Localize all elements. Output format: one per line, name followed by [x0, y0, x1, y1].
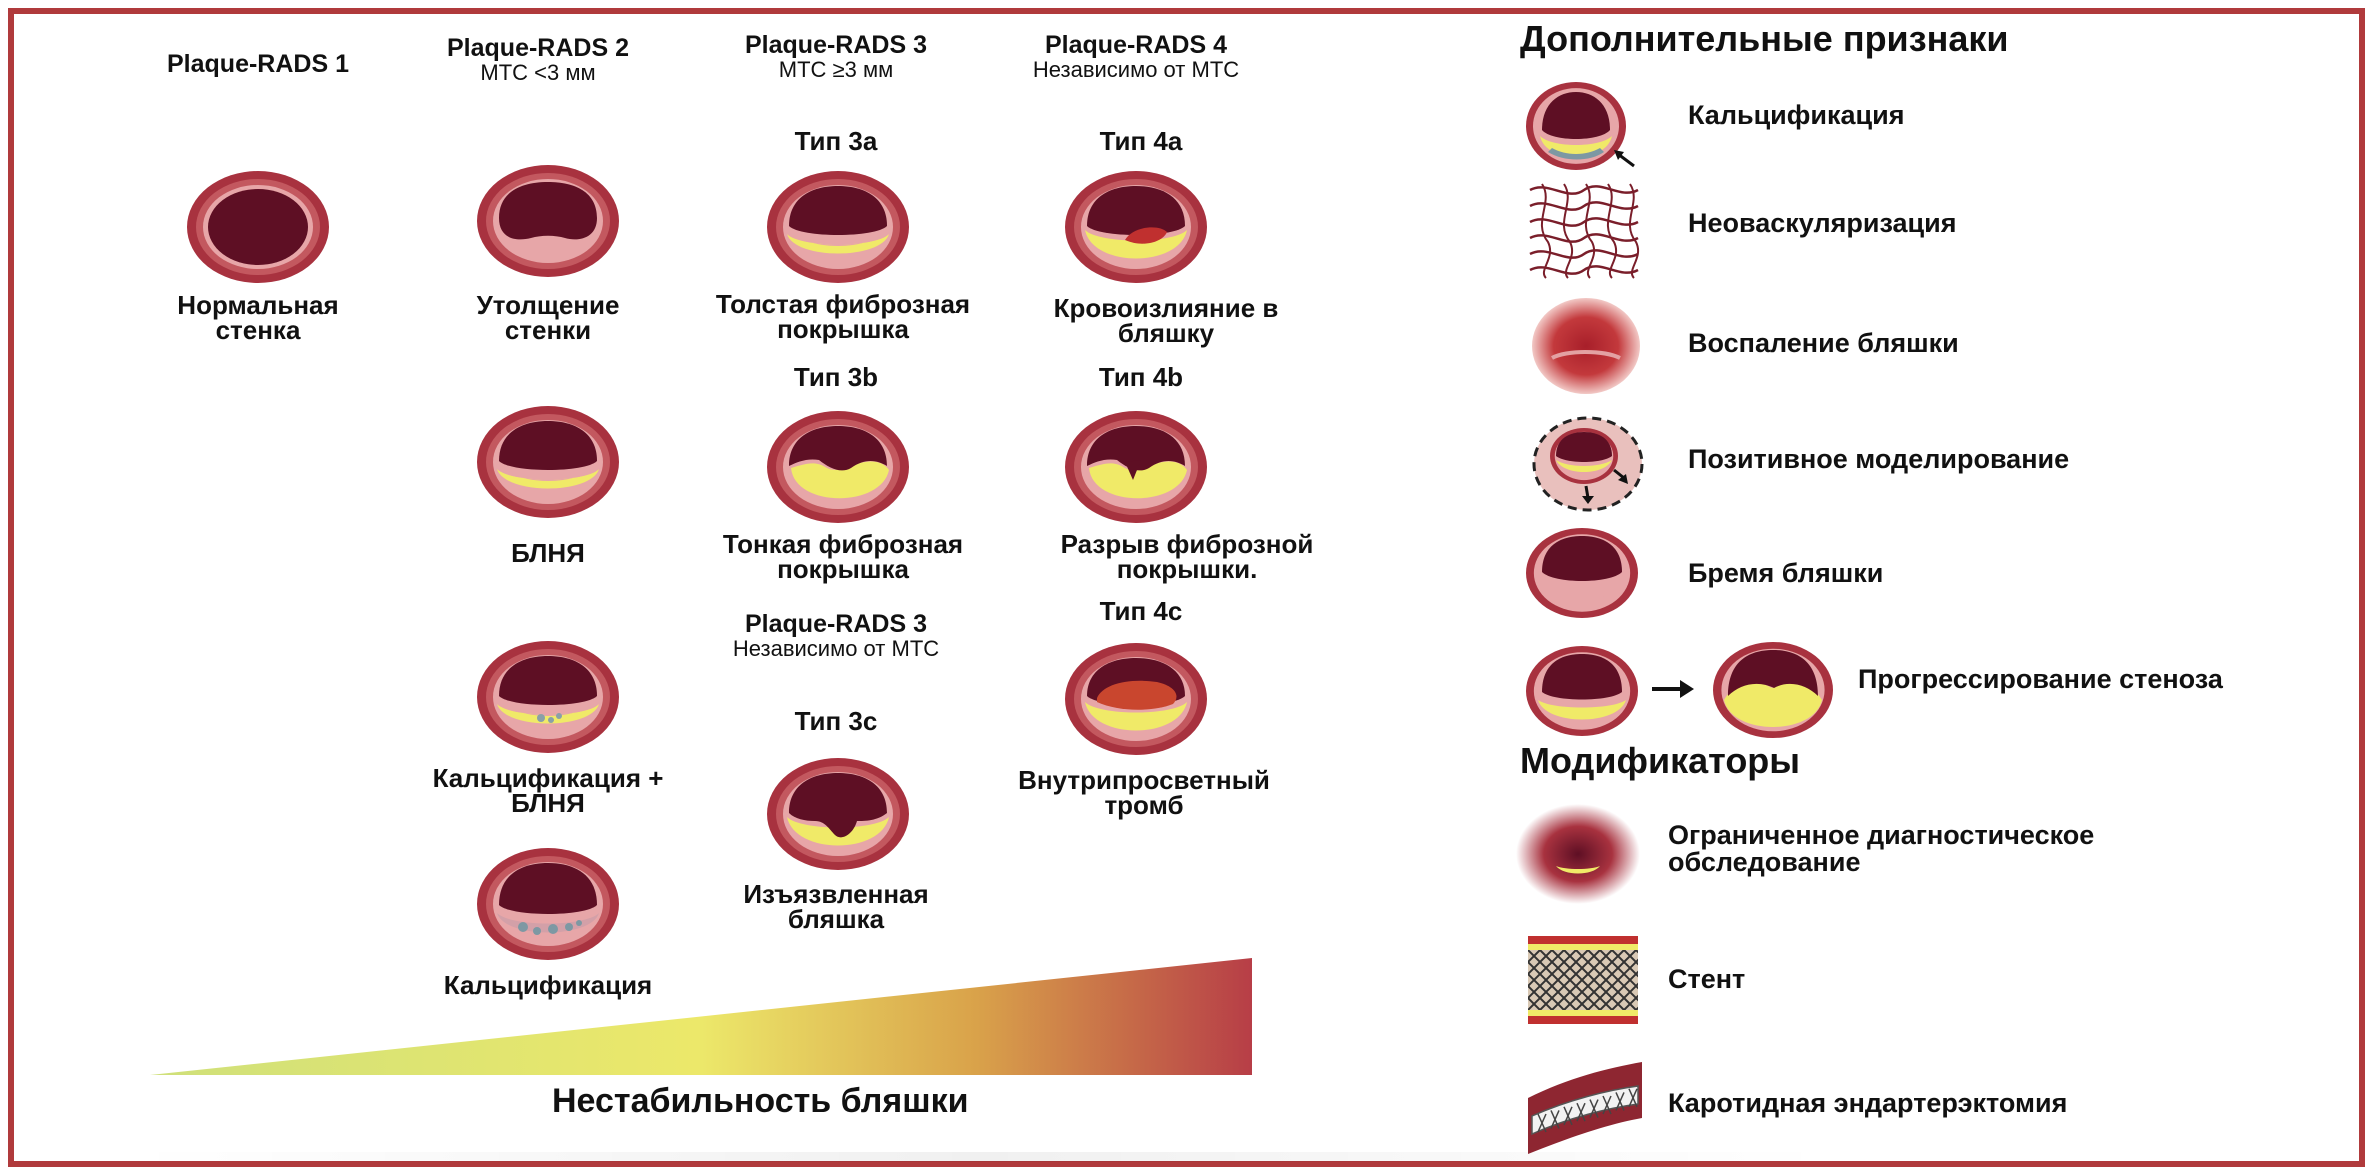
label-thick-cap: Толстая фиброзная покрышка [716, 292, 970, 343]
modifier-item-limited-exam: Ограниченное диагностическое обследовани… [1668, 822, 2094, 876]
additional-item-stenosis-progression: Прогрессирование стеноза [1858, 664, 2223, 695]
label-type-3a: Тип 3a [795, 128, 878, 154]
vessel-intraplaque-hemorrhage [1063, 168, 1209, 286]
modifiers-title: Модификаторы [1520, 740, 1800, 782]
modifier-item-stent: Стент [1668, 964, 1745, 995]
label-type-3c: Тип 3c [795, 708, 878, 734]
plaque-burden-icon [1524, 526, 1642, 620]
label-type-4b: Тип 4b [1099, 364, 1183, 390]
additional-item-neovascularization: Неоваскуляризация [1688, 208, 1956, 239]
additional-item-calcification: Кальцификация [1688, 100, 1904, 131]
neovascularization-icon [1528, 182, 1640, 280]
modifier-item-endarterectomy: Каротидная эндартерэктомия [1668, 1088, 2067, 1119]
vessel-calcification [475, 845, 621, 963]
vessel-normal-wall [185, 168, 331, 286]
label-calcification-lrnc: Кальцификация + БЛНЯ [433, 766, 664, 817]
label-intraluminal-thrombus: Внутрипросветный тромб [1018, 768, 1270, 819]
additional-features-title: Дополнительные признаки [1520, 18, 2009, 60]
vessel-thin-cap [765, 408, 911, 526]
positive-remodeling-icon [1530, 414, 1646, 514]
label-normal-wall: Нормальная стенка [177, 293, 338, 344]
arrow-right-icon [1650, 674, 1696, 704]
stenosis-progression-before-icon [1524, 644, 1642, 738]
endarterectomy-icon [1528, 1058, 1642, 1158]
additional-item-positive-remodeling: Позитивное моделирование [1688, 444, 2069, 475]
vessel-cap-rupture [1063, 408, 1209, 526]
label-type-4a: Тип 4a [1100, 128, 1183, 154]
label-wall-thickening: Утолщение стенки [477, 293, 620, 344]
header-prads-1: Plaque-RADS 1 [167, 52, 349, 77]
instability-gradient-wedge [150, 958, 1256, 1078]
vessel-ulcerated-plaque [765, 755, 911, 873]
limited-exam-icon [1516, 804, 1640, 904]
additional-item-plaque-burden: Бремя бляшки [1688, 558, 1883, 589]
label-type-3b: Тип 3b [794, 364, 878, 390]
label-ulcerated-plaque: Изъязвленная бляшка [743, 882, 928, 933]
vessel-calcification-lrnc [475, 638, 621, 756]
label-cap-rupture: Разрыв фиброзной покрышки. [1061, 532, 1314, 583]
label-intraplaque-hemorrhage: Кровоизлияние в бляшку [1054, 296, 1279, 347]
vessel-intraluminal-thrombus [1063, 640, 1209, 758]
stent-icon [1526, 930, 1640, 1028]
calcification-icon [1524, 78, 1640, 174]
instability-title: Нестабильность бляшки [552, 1082, 969, 1121]
label-thin-cap: Тонкая фиброзная покрышка [723, 532, 963, 583]
stenosis-progression-after-icon [1710, 640, 1836, 740]
inflammation-icon [1530, 296, 1642, 396]
additional-item-inflammation: Воспаление бляшки [1688, 328, 1959, 359]
vessel-lrnc [475, 403, 621, 521]
vessel-wall-thickening [475, 162, 621, 280]
label-type-4c: Тип 4c [1100, 598, 1183, 624]
vessel-thick-cap [765, 168, 911, 286]
label-lrnc: БЛНЯ [511, 540, 585, 566]
